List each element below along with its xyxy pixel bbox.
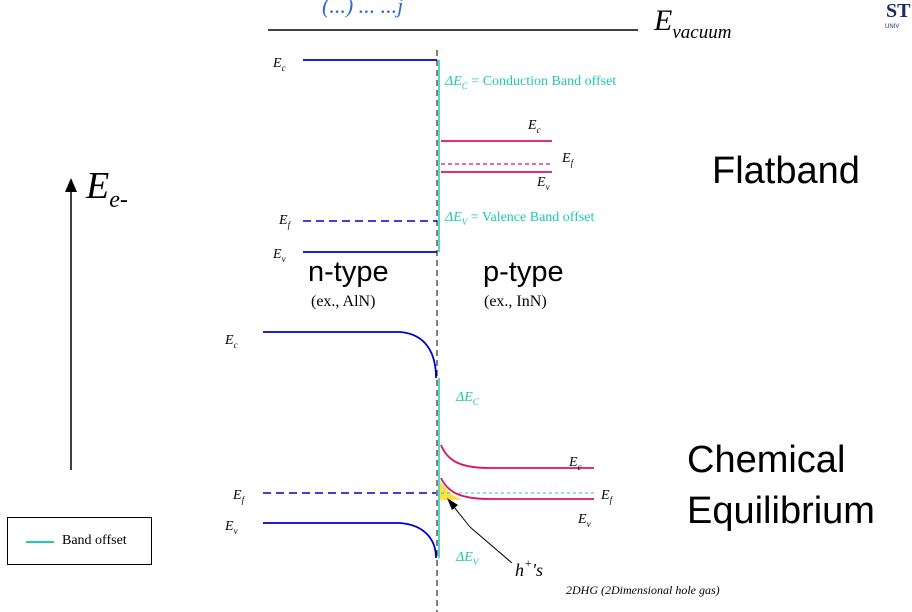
p-type-label: p-type	[483, 256, 564, 288]
hole-gas-note: 2DHG (2Dimensional hole gas)	[566, 583, 720, 597]
equilibrium-n-ec-label: Ec	[224, 333, 238, 350]
equilibrium-title-line1: Chemical	[687, 439, 846, 481]
legend: Band offset	[7, 517, 152, 565]
valence-band-offset-label: ΔEV = Valence Band offset	[444, 210, 595, 227]
university-logo-text: ST	[886, 0, 911, 22]
flatband-p-ev-label: Ev	[536, 175, 550, 192]
flatband-p-ef-label: Ef	[561, 151, 575, 168]
p-type-example: (ex., InN)	[484, 293, 547, 310]
equilibrium-p-valence-band	[440, 477, 594, 500]
vacuum-level-label: Evacuum	[653, 4, 731, 43]
equilibrium-p-ev-label: Ev	[577, 512, 591, 529]
legend-swatch	[26, 541, 54, 543]
equilibrium-delta-ev-label: ΔEV	[455, 550, 480, 567]
equilibrium-title-line2: Equilibrium	[687, 490, 875, 532]
energy-axis-label: Ee-	[85, 165, 128, 213]
university-logo-sub: UNIV	[885, 24, 899, 30]
flatband-title: Flatband	[712, 150, 860, 192]
hole-gas-region	[440, 481, 462, 500]
hole-gas-holes-label: h+'s	[515, 556, 543, 580]
n-type-label: n-type	[308, 256, 389, 288]
equilibrium-n-valence-band	[263, 522, 437, 559]
equilibrium-delta-ec-label: ΔEC	[455, 390, 480, 407]
equilibrium-n-conduction-band	[263, 331, 437, 379]
equilibrium-p-conduction-band	[440, 444, 594, 469]
equilibrium-n-ev-label: Ev	[224, 519, 238, 536]
flatband-p-ec-label: Ec	[527, 118, 541, 135]
hole-gas-arrow-line	[469, 526, 513, 564]
conduction-band-offset-label: ΔEC = Conduction Band offset	[444, 74, 616, 91]
n-type-example: (ex., AlN)	[311, 293, 376, 310]
title-fragment: (...) ... ...j	[322, 0, 403, 18]
flatband-n-ev-label: Ev	[272, 247, 286, 264]
flatband-n-ec-label: Ec	[272, 56, 286, 73]
equilibrium-p-ef-label: Ef	[600, 488, 614, 505]
legend-label: Band offset	[62, 533, 127, 548]
equilibrium-p-ec-label: Ec	[568, 455, 582, 472]
flatband-n-ef-label: Ef	[278, 213, 292, 230]
energy-axis-arrowhead	[65, 178, 77, 192]
equilibrium-n-ef-label: Ef	[232, 488, 246, 505]
hole-gas-arrowhead	[447, 498, 458, 510]
